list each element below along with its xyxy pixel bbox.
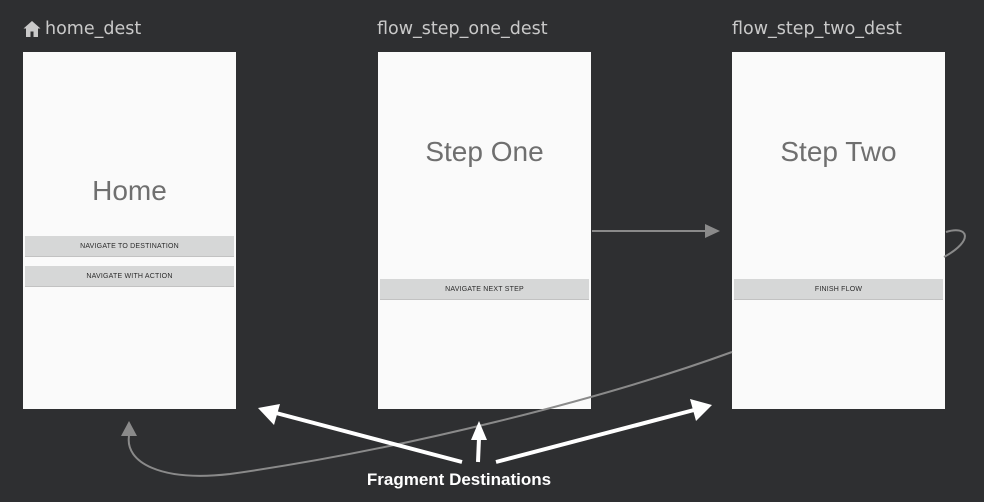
step-two-screen-title: Step Two bbox=[780, 136, 897, 167]
step-one-screen-title: Step One bbox=[425, 136, 544, 167]
dest-label-home[interactable]: home_dest bbox=[22, 19, 141, 39]
finish-flow-button[interactable]: FINISH FLOW bbox=[734, 279, 943, 300]
dest-id-home: home_dest bbox=[45, 19, 142, 39]
dest-id-step-two: flow_step_two_dest bbox=[732, 19, 902, 39]
home-screen-frame[interactable]: Home NAVIGATE TO DESTINATION NAVIGATE WI… bbox=[23, 52, 236, 409]
step-one-screen-frame[interactable]: Step One NAVIGATE NEXT STEP bbox=[378, 52, 591, 409]
dest-label-step-one[interactable]: flow_step_one_dest bbox=[377, 19, 548, 39]
home-icon bbox=[22, 19, 42, 39]
navigate-with-action-button[interactable]: NAVIGATE WITH ACTION bbox=[25, 266, 234, 287]
fragment-destinations-caption: Fragment Destinations bbox=[366, 470, 552, 489]
action-step-one-to-step-two[interactable] bbox=[592, 224, 720, 238]
navigate-to-destination-button[interactable]: NAVIGATE TO DESTINATION bbox=[25, 236, 234, 257]
dest-label-step-two[interactable]: flow_step_two_dest bbox=[732, 19, 902, 39]
navigate-next-step-button[interactable]: NAVIGATE NEXT STEP bbox=[380, 279, 589, 300]
home-screen-title: Home bbox=[92, 175, 167, 206]
dest-id-step-one: flow_step_one_dest bbox=[377, 19, 548, 39]
step-two-screen-frame[interactable]: Step Two FINISH FLOW bbox=[732, 52, 945, 409]
